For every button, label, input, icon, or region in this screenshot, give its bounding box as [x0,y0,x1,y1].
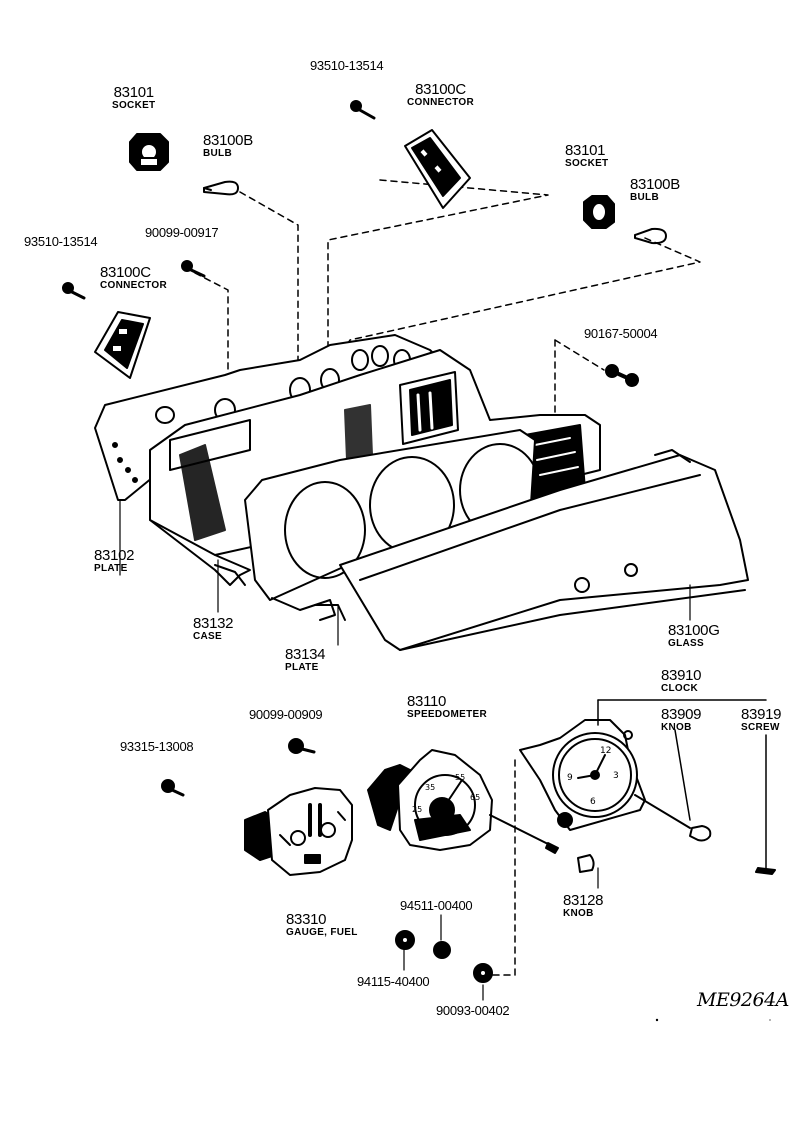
socket-top-left [129,133,169,171]
callout-83100c-connector-left: 83100C CONNECTOR [100,264,167,291]
nut-left [395,930,415,950]
svg-text:65: 65 [470,793,480,802]
callout-83100g-glass: 83100G GLASS [668,622,720,649]
svg-text:55: 55 [455,773,465,782]
nut-right [473,963,493,983]
callout-90167-50004: 90167-50004 [584,326,658,341]
drawing-code: ME9264A [697,989,789,1011]
callout-83128-knob: 83128 KNOB [563,892,604,919]
bulb-top-left [203,180,239,196]
clock-assembly: 12 3 6 9 [519,699,776,875]
callout-83100c-connector-top: 83100C CONNECTOR [407,81,474,108]
solid-leader-lines [119,499,771,1021]
callout-83909-knob: 83909 KNOB [661,706,702,733]
screw-right [605,364,639,387]
connector-left [94,311,151,379]
callout-93510-13514-left: 93510-13514 [24,234,98,249]
callout-83100b-bulb-right: 83100B BULB [630,176,680,203]
screw-top-center [350,100,376,120]
svg-text:12: 12 [600,746,611,756]
screw-left-middle [181,260,206,278]
dashed-leader-lines [194,179,701,976]
svg-text:6: 6 [590,797,596,807]
svg-text:35: 35 [425,783,435,792]
callout-90099-00917: 90099-00917 [145,225,219,240]
callout-83910-clock: 83910 CLOCK [661,667,702,694]
screw-lower-left [288,738,316,754]
callout-83100b-bulb-left: 83100B BULB [203,132,253,159]
bulb-top-right [634,227,667,245]
svg-text:3: 3 [613,771,619,781]
callout-83919-screw: 83919 SCREW [741,706,782,733]
nut-center [433,941,451,959]
callout-93510-13514-top: 93510-13514 [310,58,384,73]
callout-83110-speedometer: 83110 SPEEDOMETER [407,693,487,720]
callout-94115-40400: 94115-40400 [357,974,430,989]
callout-93315-13008: 93315-13008 [120,739,194,754]
callout-90093-00402: 90093-00402 [436,1003,510,1018]
glass-lens [339,449,749,651]
callout-83134-plate: 83134 PLATE [285,646,326,673]
callout-83310-gauge-fuel: 83310 GAUGE, FUEL [286,911,358,938]
fuel-gauge-assembly [244,787,353,876]
callout-83101-socket-right: 83101 SOCKET [565,142,609,169]
screw-lower-far-left [161,779,185,797]
callout-94511-00400: 94511-00400 [400,898,473,913]
socket-top-right [583,195,615,229]
connector-top-center [404,129,471,209]
callout-83132-case: 83132 CASE [193,615,234,642]
callout-90099-00909: 90099-00909 [249,707,323,722]
speedometer-assembly: 35 55 65 25 [367,749,595,873]
callout-83101-socket-left: 83101 SOCKET [112,84,156,111]
stray-mark [655,1018,659,1022]
svg-text:25: 25 [412,805,422,814]
svg-text:9: 9 [567,773,573,783]
callout-83102-plate: 83102 PLATE [94,547,135,574]
screw-left [62,282,86,300]
